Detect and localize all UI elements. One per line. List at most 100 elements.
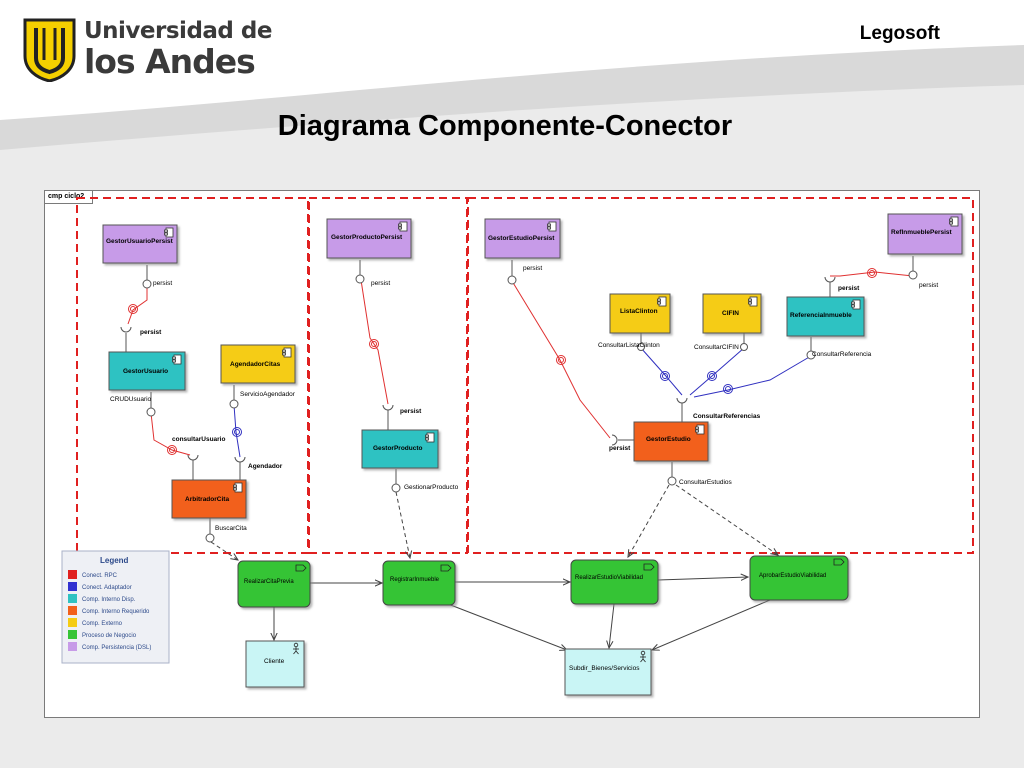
label-arbitrador-cita: ArbitradorCita: [185, 496, 229, 503]
label-gestor-usuario: GestorUsuario: [123, 368, 168, 375]
component-icon: [233, 482, 243, 493]
legend-item-rpc: Conect. RPC: [68, 570, 118, 579]
legend-item-internal-required: Comp. Interno Requerido: [68, 606, 150, 615]
component-icon: [748, 296, 758, 307]
component-arbitrador-cita[interactable]: ArbitradorCita: [171, 479, 247, 519]
process-aprobar-estudio-viabilidad[interactable]: AprobarEstudioViabilidad: [749, 555, 849, 601]
label-referencia-inmueble: ReferenciaInmueble: [790, 312, 852, 319]
label-persist-4: persist: [400, 408, 422, 415]
svg-text:Comp. Externo: Comp. Externo: [82, 621, 123, 627]
component-ref-inmueble-persist[interactable]: RefInmueblePersist: [887, 213, 963, 255]
component-icon: [949, 216, 959, 227]
interface-labels: persist persist CRUDUsuario consultarUsu…: [110, 265, 938, 532]
region-producto: [308, 197, 468, 554]
shield-icon: [23, 18, 76, 83]
component-icon: [282, 347, 292, 358]
process-icon: [440, 564, 452, 572]
label-persist-2: persist: [140, 329, 162, 336]
component-gestor-usuario-persist[interactable]: GestorUsuarioPersist: [102, 224, 178, 264]
label-buscar-cita: BuscarCita: [215, 525, 247, 532]
component-referencia-inmueble[interactable]: ReferenciaInmueble: [786, 296, 865, 337]
brand-label: Legosoft: [859, 23, 940, 44]
label-ref-inmueble-persist: RefInmueblePersist: [891, 229, 953, 236]
component-lista-clinton[interactable]: ListaClinton: [609, 293, 671, 334]
actor-icon: [640, 650, 646, 663]
rpc-adapter-glyphs: [128, 268, 877, 455]
label-crud-usuario: CRUDUsuario: [110, 396, 152, 403]
process-realizar-cita-previa[interactable]: RealizarCitaPrevia: [237, 560, 311, 608]
component-gestor-producto-persist[interactable]: GestorProductoPersist: [326, 218, 412, 259]
adapter-glyphs: [232, 371, 733, 437]
legend: Legend Conect. RPC Conect. Adaptador Com…: [61, 550, 170, 664]
legend-item-adapter: Conect. Adaptador: [68, 582, 132, 591]
actor-icon: [293, 642, 299, 655]
label-aprobar-estudio-viabilidad: AprobarEstudioViabilidad: [759, 573, 826, 579]
label-persist-7: persist: [838, 285, 860, 292]
component-gestor-estudio[interactable]: GestorEstudio: [633, 421, 709, 462]
svg-text:Conect. Adaptador: Conect. Adaptador: [82, 585, 132, 591]
label-realizar-estudio-viabilidad: RealizarEstudioViabilidad: [575, 575, 643, 581]
process-registrar-inmueble[interactable]: RegistrarInmueble: [382, 560, 456, 606]
process-realizar-estudio-viabilidad[interactable]: RealizarEstudioViabilidad: [570, 559, 659, 605]
process-flow-arrows: [274, 577, 771, 650]
label-gestor-producto-persist: GestorProductoPersist: [331, 234, 403, 241]
label-agendador-citas: AgendadorCitas: [230, 361, 281, 368]
label-agendador: Agendador: [248, 463, 283, 470]
page-title: Diagrama Componente-Conector: [277, 110, 733, 142]
logo-line-1: Universidad de: [84, 18, 272, 44]
label-persist-1: persist: [153, 280, 172, 287]
component-icon: [172, 354, 182, 365]
component-gestor-estudio-persist[interactable]: GestorEstudioPersist: [484, 218, 561, 259]
component-gestor-producto[interactable]: GestorProducto: [361, 429, 439, 469]
svg-text:Comp. Persistencia (DSL): Comp. Persistencia (DSL): [82, 645, 151, 651]
component-icon: [398, 221, 408, 232]
label-gestor-usuario-persist: GestorUsuarioPersist: [106, 238, 174, 245]
label-lista-clinton: ListaClinton: [620, 308, 658, 315]
legend-title: Legend: [100, 556, 129, 565]
component-icon: [657, 296, 667, 307]
label-consultar-referencia: ConsultarReferencia: [812, 351, 872, 358]
legend-item-persistence: Comp. Persistencia (DSL): [68, 642, 151, 651]
component-icon: [547, 221, 557, 232]
legend-item-external: Comp. Externo: [68, 618, 123, 627]
label-persist-8: persist: [919, 282, 938, 289]
actor-cliente[interactable]: Cliente: [245, 640, 305, 688]
component-icon: [851, 299, 861, 310]
legend-item-process: Proceso de Negocio: [68, 630, 137, 639]
region-estudio: [467, 197, 974, 554]
process-icon: [295, 564, 307, 572]
process-icon: [833, 558, 845, 566]
label-consultar-estudios: ConsultarEstudios: [679, 479, 732, 486]
label-consultar-lista-clinton: ConsultarListaClinton: [598, 342, 660, 349]
component-icon: [164, 227, 174, 238]
label-gestor-estudio-persist: GestorEstudioPersist: [488, 235, 555, 242]
label-servicio-agendador: ServicioAgendador: [240, 391, 296, 398]
label-gestor-estudio: GestorEstudio: [646, 436, 691, 443]
label-gestor-producto: GestorProducto: [373, 445, 423, 452]
component-gestor-usuario[interactable]: GestorUsuario: [108, 351, 186, 391]
label-consultar-usuario: consultarUsuario: [172, 436, 225, 443]
label-consultar-cifin: ConsultarCIFIN: [694, 344, 739, 351]
actor-subdir-bienes-servicios[interactable]: Subdir_Bienes/Servicios: [564, 648, 652, 696]
dependency-arrows: [210, 484, 778, 560]
svg-text:Conect. RPC: Conect. RPC: [82, 573, 118, 579]
component-icon: [695, 424, 705, 435]
component-cifin[interactable]: CIFIN: [702, 293, 762, 334]
svg-text:Proceso de Negocio: Proceso de Negocio: [82, 633, 137, 639]
rpc-connectors: [127, 271, 914, 456]
label-cifin: CIFIN: [722, 310, 739, 317]
label-persist-6: persist: [609, 445, 631, 452]
label-registrar-inmueble: RegistrarInmueble: [390, 577, 440, 583]
label-persist-3: persist: [371, 280, 390, 287]
label-gestionar-producto: GestionarProducto: [404, 484, 459, 491]
svg-text:Comp. Interno Disp.: Comp. Interno Disp.: [82, 597, 136, 603]
label-subdir-bienes: Subdir_Bienes/Servicios: [569, 665, 640, 672]
label-persist-5: persist: [523, 265, 542, 272]
component-agendador-citas[interactable]: AgendadorCitas: [220, 344, 296, 384]
label-consultar-referencias: ConsultarReferencias: [693, 413, 761, 420]
university-logo: Universidad de los Andes: [22, 18, 272, 88]
process-icon: [643, 563, 655, 571]
legend-item-internal: Comp. Interno Disp.: [68, 594, 136, 603]
label-realizar-cita-previa: RealizarCitaPrevia: [244, 579, 294, 585]
